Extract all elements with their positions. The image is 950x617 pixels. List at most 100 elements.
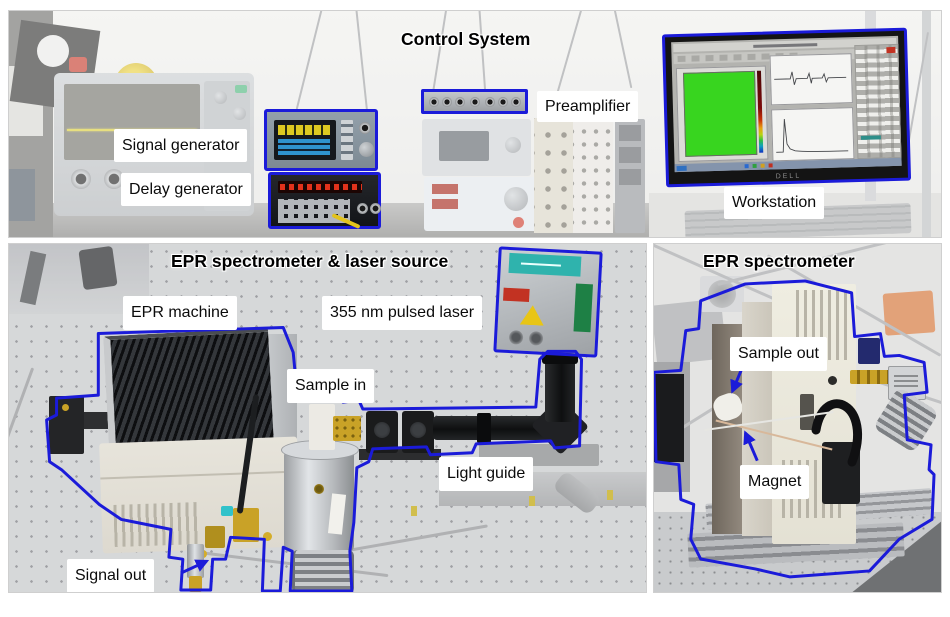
scope-knob [233, 107, 246, 120]
preamp-bnc [511, 97, 521, 107]
magnet-arrow [743, 430, 759, 462]
titlebar-text-blur [753, 43, 818, 48]
preamp-bnc [498, 97, 508, 107]
mount-baseplate [359, 449, 441, 460]
spectrum-trace [774, 71, 847, 85]
taskbar-icon [752, 163, 757, 168]
label-sample-in: Sample in [287, 369, 375, 403]
yellow-screw [607, 490, 613, 500]
black-side-panel [654, 374, 684, 462]
yellow-screw [529, 496, 535, 506]
bracket-hole [37, 35, 69, 67]
mirror-mount [366, 411, 398, 453]
screen-control-panel [854, 43, 902, 160]
softkey-column [341, 120, 353, 160]
start-button [676, 165, 687, 171]
scope-knob [214, 91, 227, 104]
label-magnet: Magnet [740, 465, 810, 499]
label-signal-out: Signal out [67, 559, 155, 592]
left-end-block [49, 396, 84, 454]
control-system-photo: DELL Control System Signal generator Del… [8, 10, 942, 238]
scope-input-bnc [71, 169, 91, 189]
cylinder-screw [314, 484, 324, 494]
mirror-mount [402, 411, 434, 453]
corrugated-hose [292, 550, 354, 592]
delay-output-bnc [370, 203, 381, 214]
decay-plot [771, 107, 855, 162]
label-epr-machine: EPR machine [123, 296, 237, 330]
tower-bay [619, 169, 641, 185]
label-pulsed-laser: 355 nm pulsed laser [322, 296, 483, 330]
epr-spectrometer-photo: EPR spectrometer Sample out Magnet [653, 243, 942, 593]
taskbar-icon [768, 163, 773, 168]
delay-generator-device [268, 172, 381, 229]
blue-outline-epr-machine [45, 326, 584, 592]
green-map-plot [682, 70, 758, 157]
yellow-screw [411, 506, 417, 516]
label-delay-generator: Delay generator [121, 173, 251, 206]
cyan-connector [221, 506, 233, 516]
epr-laser-photo: EPR spectrometer & laser source EPR mach… [8, 243, 647, 593]
sma-fittings-gold [850, 370, 890, 384]
psu-red-button [513, 217, 524, 228]
map-plot-frame [675, 65, 769, 163]
psu-display [432, 199, 458, 209]
preamp-bnc [485, 97, 495, 107]
navy-component [858, 338, 880, 364]
taskbar-icon [760, 163, 765, 168]
delay-generator-display [278, 181, 362, 193]
amp-text-lines [894, 373, 918, 387]
signal-generator-device [264, 109, 378, 171]
preamp-bnc [442, 97, 452, 107]
tube-collar [477, 413, 491, 443]
stop-button [886, 46, 896, 54]
rack-box [9, 169, 35, 221]
sample-out-arrow [730, 366, 744, 394]
preamp-bnc [470, 97, 480, 107]
scope-input-bnc [104, 169, 124, 189]
spectrum-plot [769, 53, 853, 106]
scope-green-button [235, 85, 247, 93]
screen-trace-yellow [278, 125, 330, 135]
label-workstation: Workstation [724, 187, 825, 219]
blue-outline-epr-spectrometer [654, 279, 936, 579]
waveguide-block [309, 404, 335, 450]
dell-logo: DELL [775, 172, 802, 181]
decay-trace [776, 119, 849, 153]
label-sample-out: Sample out [730, 337, 827, 371]
psu-display [432, 184, 458, 194]
nim-module-2 [573, 119, 613, 233]
preamp-bnc [429, 97, 439, 107]
brass-flange [333, 416, 361, 441]
preamp-bnc [455, 97, 465, 107]
round-port [828, 376, 837, 385]
label-light-guide: Light guide [439, 457, 534, 491]
light-guide-vertical [545, 356, 575, 422]
dark-slot [800, 394, 814, 430]
panel-title-epr-laser: EPR spectrometer & laser source [171, 251, 449, 271]
panel-title-epr-spectrometer: EPR spectrometer [703, 251, 855, 271]
mirror-aperture [374, 422, 390, 438]
taskbar-icon [744, 164, 749, 169]
controller-knob [505, 137, 521, 153]
screen-rows-blue [278, 139, 330, 155]
panel-title-control: Control System [401, 29, 531, 49]
gold-screw [62, 404, 69, 411]
brass-block [205, 526, 225, 548]
label-preamplifier: Preamplifier [537, 91, 639, 122]
gold-screw [263, 532, 272, 541]
resonator-cylinder [281, 440, 359, 552]
colorbar [756, 70, 764, 153]
signal-generator-knob [359, 142, 374, 157]
teal-indicator [860, 135, 881, 140]
controller-display [439, 131, 489, 161]
workstation-monitor: DELL [661, 27, 912, 188]
shelf-post [922, 11, 931, 237]
signal-out-arrow [180, 559, 210, 575]
signal-generator-output [359, 122, 371, 134]
psu-knob [504, 187, 528, 211]
preamplifier-device [421, 89, 528, 114]
signal-out-gold-tip [189, 576, 202, 592]
signal-generator-screen [274, 120, 336, 160]
